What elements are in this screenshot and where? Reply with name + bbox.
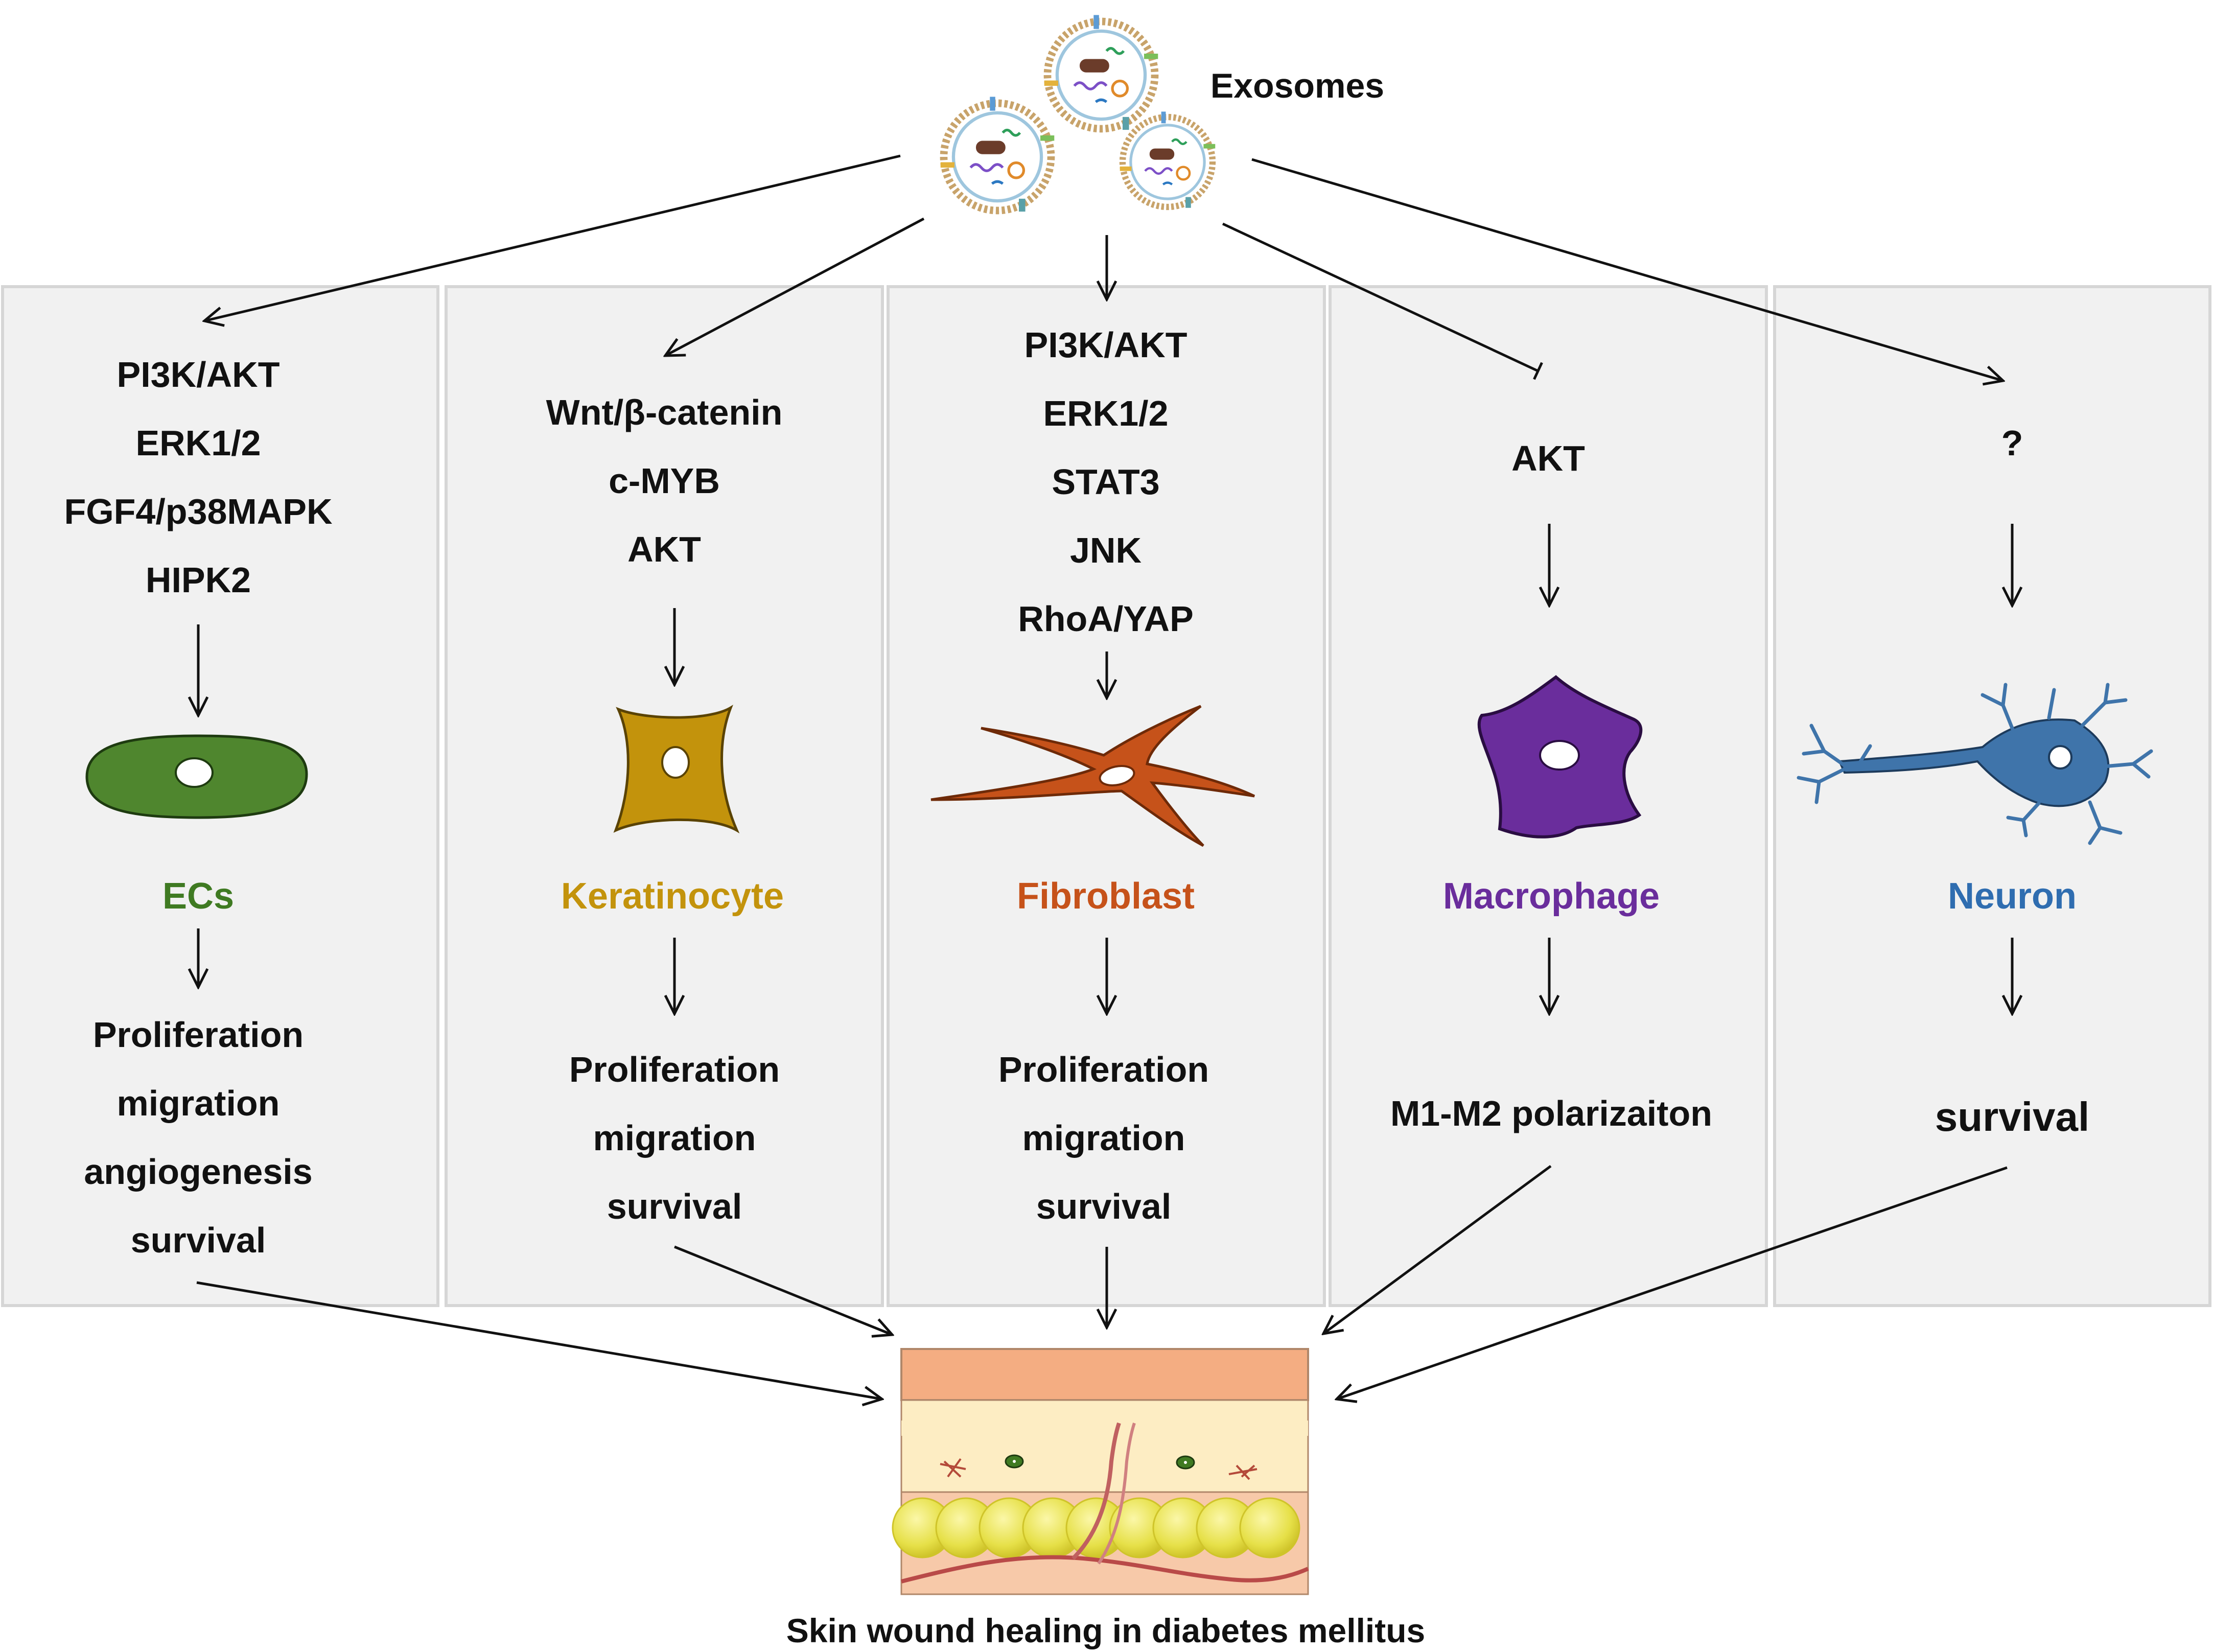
ecs-pathway-3: FGF4/p38MAPK: [64, 492, 333, 531]
panel-neuron: [1773, 285, 2211, 1307]
keratinocyte-cell-icon: [613, 705, 740, 833]
ecs-pathway-1: PI3K/AKT: [117, 355, 280, 394]
macrophage-cell-icon: [1477, 675, 1643, 839]
fibroblast-outcome-3: survival: [1036, 1186, 1172, 1226]
fibroblast-pathway-1: PI3K/AKT: [1024, 325, 1187, 365]
keratinocyte-outcome-2: migration: [593, 1118, 756, 1158]
ecs-outcome-1: Proliferation: [92, 1015, 304, 1055]
exosomes-label: Exosomes: [1210, 66, 1385, 105]
keratinocyte-pathway-3: AKT: [627, 529, 701, 569]
neuron-pathway-1: ?: [2001, 423, 2023, 463]
exosome-vesicle-right: [1120, 111, 1216, 207]
keratinocyte-pathway-2: c-MYB: [609, 461, 720, 501]
neuron-cell-icon: [1797, 683, 2153, 845]
fibroblast-pathway-4: JNK: [1069, 530, 1142, 570]
skin-arrows: [196, 1165, 2008, 1399]
neuron-outcome-1: survival: [1935, 1094, 2090, 1139]
fibroblast-pathway-5: RhoA/YAP: [1018, 599, 1194, 639]
keratinocyte-outcome-3: survival: [607, 1186, 742, 1226]
exosome-vesicle-top: [1044, 15, 1158, 130]
ecs-outcome-4: survival: [130, 1220, 266, 1260]
keratinocyte-pathway-1: Wnt/β-catenin: [546, 392, 783, 432]
ecs-cell-label: ECs: [162, 876, 235, 917]
endothelial-cell-icon: [85, 734, 308, 819]
fibroblast-pathway-3: STAT3: [1052, 462, 1160, 502]
macrophage-outcome-1: M1-M2 polarizaiton: [1390, 1093, 1713, 1133]
macrophage-pathway-1: AKT: [1511, 438, 1585, 478]
ecs-outcome-3: angiogenesis: [84, 1152, 313, 1192]
macrophage-cell-label: Macrophage: [1442, 876, 1660, 917]
neuron-cell-label: Neuron: [1948, 876, 2077, 917]
keratinocyte-cell-label: Keratinocyte: [561, 876, 784, 917]
fibroblast-outcome-2: migration: [1022, 1118, 1185, 1158]
keratinocyte-outcome-1: Proliferation: [569, 1050, 780, 1089]
exosome-vesicle-left: [941, 97, 1055, 212]
column-arrows: [198, 524, 2012, 1014]
ecs-outcome-2: migration: [117, 1083, 280, 1123]
skin-wound-healing-title: Skin wound healing in diabetes mellitus: [786, 1612, 1426, 1649]
fibroblast-pathway-2: ERK1/2: [1043, 393, 1169, 433]
ecs-pathway-4: HIPK2: [145, 560, 251, 600]
exosome-arrows: [204, 154, 2003, 381]
fibroblast-outcome-1: Proliferation: [998, 1050, 1209, 1089]
fibroblast-cell-icon: [930, 705, 1255, 847]
skin-tissue-icon: [892, 1348, 1309, 1595]
ecs-pathway-2: ERK1/2: [135, 423, 261, 463]
fibroblast-cell-label: Fibroblast: [1016, 876, 1195, 917]
